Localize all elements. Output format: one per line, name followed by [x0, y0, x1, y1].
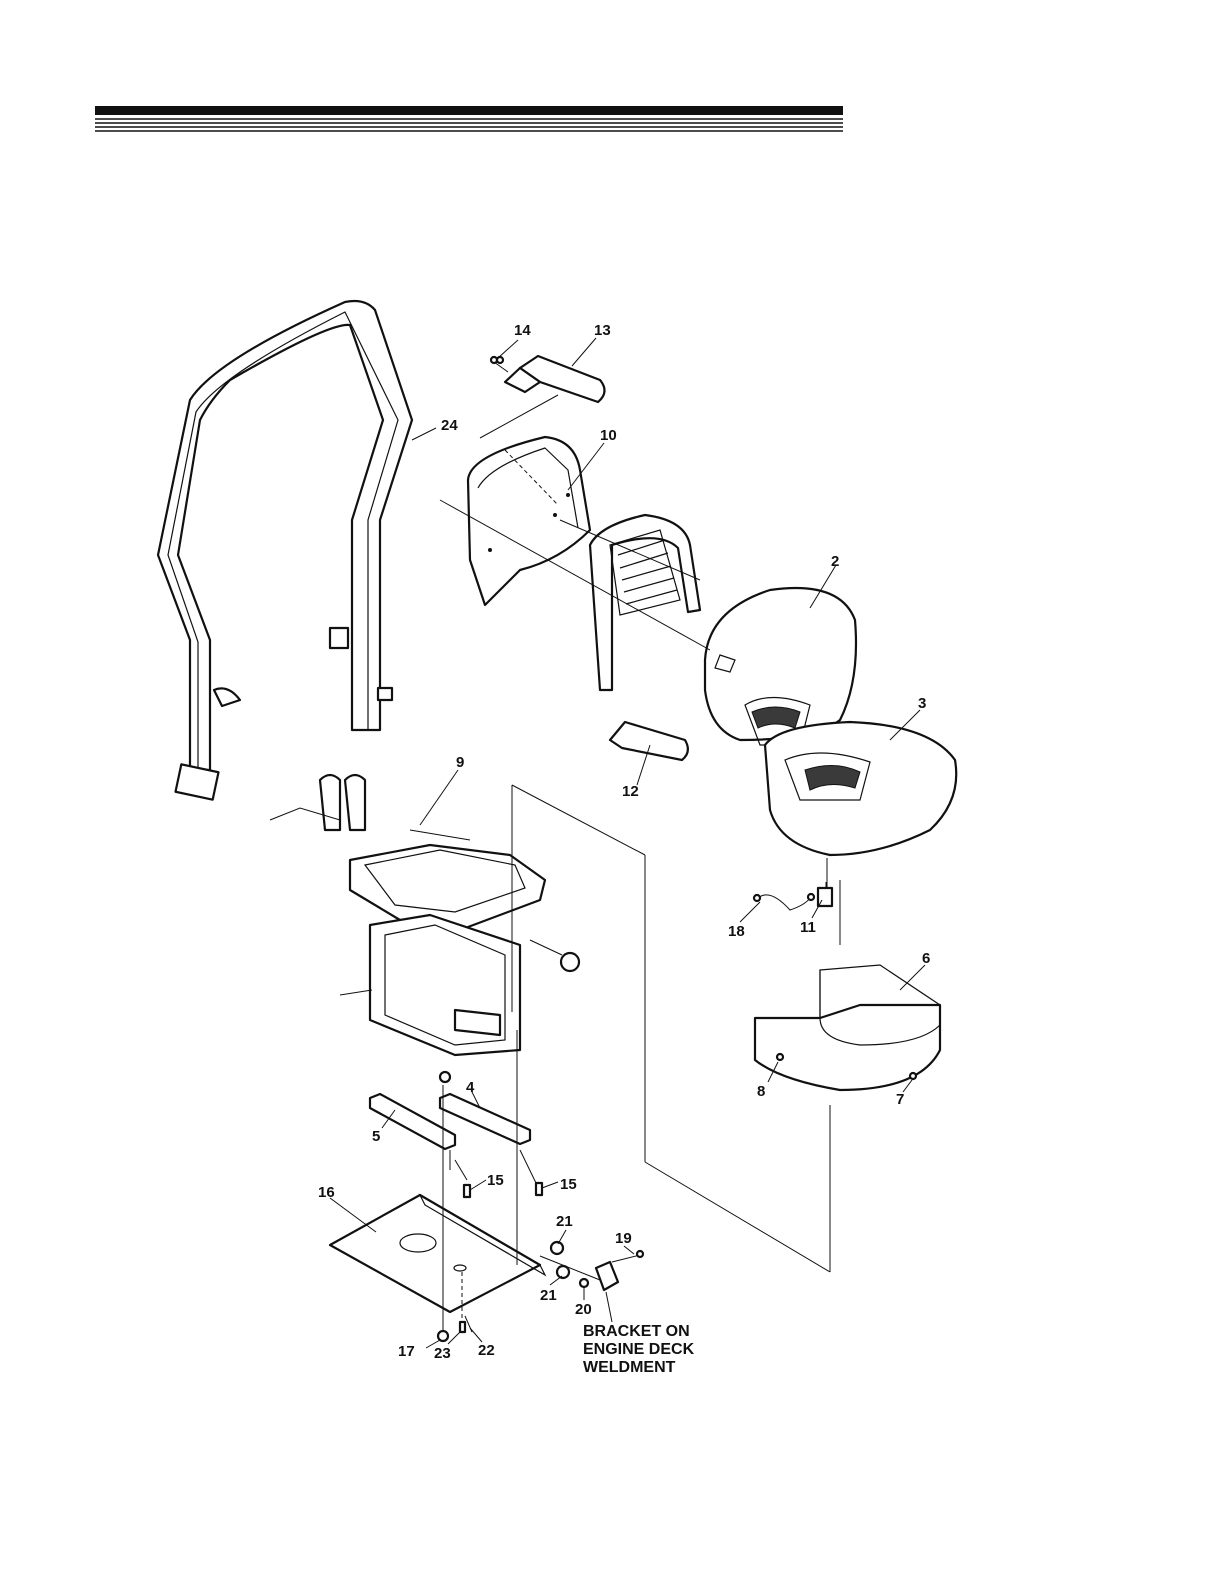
seat-back-cushion-part [705, 588, 856, 745]
callout-21-top: 21 [556, 1213, 573, 1230]
armrest-12-part [610, 722, 688, 760]
callout-15-left: 15 [487, 1172, 504, 1189]
bracket-note-line-1: BRACKET ON [583, 1323, 690, 1340]
bracket-note-line-3: WELDMENT [583, 1359, 676, 1376]
callout-8: 8 [757, 1083, 765, 1100]
callout-3: 3 [918, 695, 926, 712]
callout-19: 19 [615, 1230, 632, 1247]
callout-16: 16 [318, 1184, 335, 1201]
callout-15-right: 15 [560, 1176, 577, 1193]
callout-7: 7 [896, 1091, 904, 1108]
seat-cushion-part [765, 722, 956, 855]
callout-4: 4 [466, 1079, 475, 1096]
callout-14: 14 [514, 322, 531, 339]
armrest-13-part [491, 356, 605, 402]
callout-2: 2 [831, 553, 839, 570]
bracket-note-line-2: ENGINE DECK [583, 1341, 695, 1358]
callout-21-bottom: 21 [540, 1287, 557, 1304]
seat-suspension-part [270, 775, 579, 1055]
callout-24: 24 [441, 417, 458, 434]
callout-6: 6 [922, 950, 930, 967]
callout-17: 17 [398, 1343, 415, 1360]
callout-20: 20 [575, 1301, 592, 1318]
callout-9: 9 [456, 754, 464, 771]
callout-5: 5 [372, 1128, 380, 1145]
header-rule [95, 106, 843, 131]
callout-11: 11 [800, 919, 816, 936]
callout-23: 23 [434, 1345, 451, 1362]
callout-18: 18 [728, 923, 745, 940]
seat-tray-part [755, 965, 940, 1090]
bracket-note: BRACKET ON ENGINE DECK WELDMENT [583, 1323, 695, 1376]
callout-12: 12 [622, 783, 639, 800]
seat-back-frame-part [590, 515, 700, 690]
wire-harness-part [754, 894, 814, 910]
callout-22: 22 [478, 1342, 495, 1359]
seat-back-shell-part [468, 437, 590, 605]
callout-10: 10 [600, 427, 617, 444]
roll-bar-part [158, 301, 412, 800]
callout-13: 13 [594, 322, 611, 339]
base-plate-part [330, 1195, 545, 1312]
